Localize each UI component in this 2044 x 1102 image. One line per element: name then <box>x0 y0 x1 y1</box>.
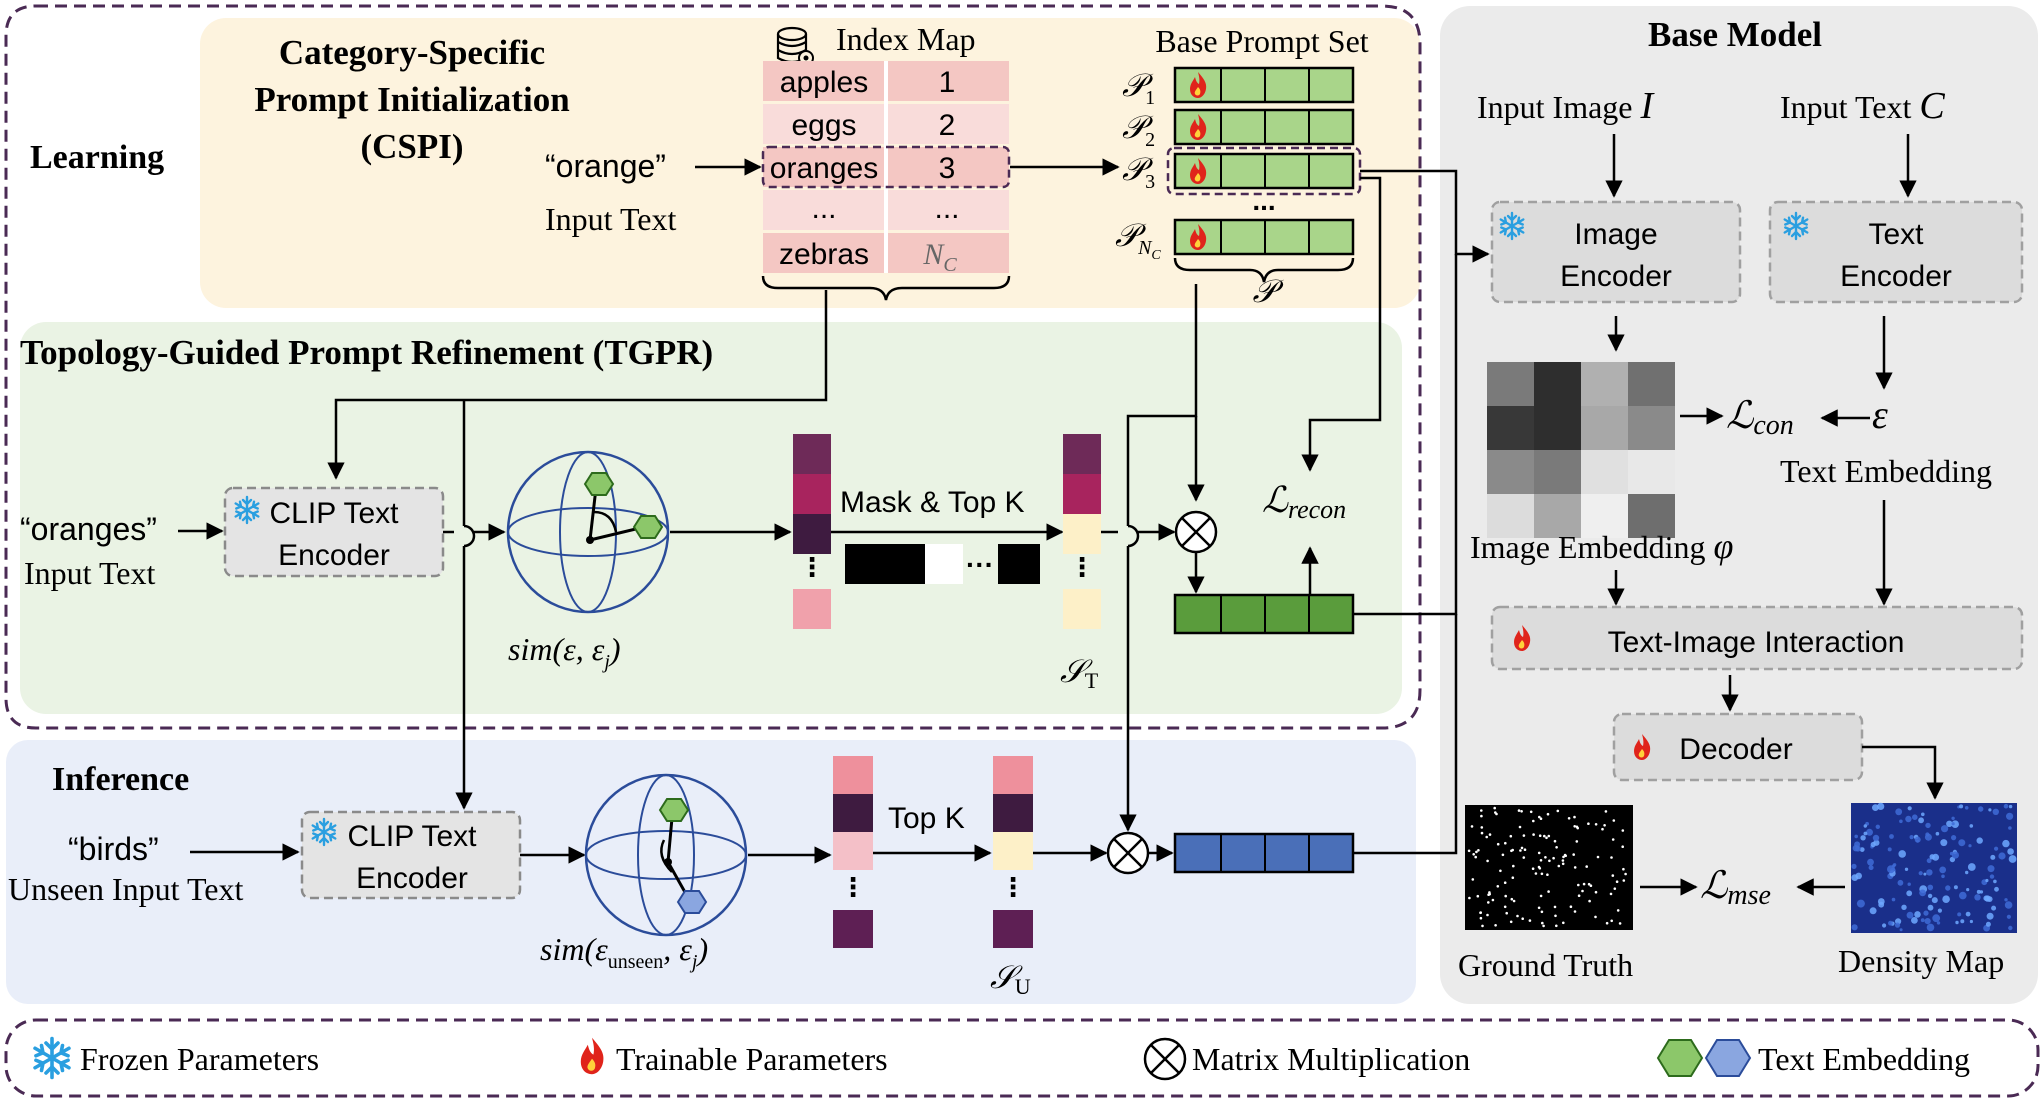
inference-embedding-sphere <box>584 773 748 937</box>
inference-input-label: Unseen Input Text <box>8 871 243 907</box>
inference-multiply-node <box>1106 831 1150 875</box>
text-embedding-label: Text Embedding <box>1780 453 1992 489</box>
inference-prompt-vector <box>1173 832 1355 874</box>
prompt-set-title: Base Prompt Set <box>1155 23 1368 59</box>
cspi-title-line3: (CSPI) <box>360 127 463 166</box>
inference-topk-column: ⋮ <box>993 756 1033 948</box>
tgpr-input-label: Input Text <box>24 555 155 591</box>
ground-truth-label: Ground Truth <box>1458 947 1633 983</box>
legend-text-embedding-label: Text Embedding <box>1758 1041 1970 1077</box>
index-value-eggs: 2 <box>939 109 956 142</box>
inference-title: Inference <box>52 761 189 798</box>
prompt3-to-recon-line <box>1301 176 1382 472</box>
inference-panel <box>6 740 1416 1004</box>
mask-topk-label: Mask & Top K <box>840 486 1025 519</box>
prompt-set-to-tgpr-line <box>1126 284 1198 526</box>
index-to-clip-line <box>327 290 828 480</box>
legend-dashed-border <box>4 1018 2040 1098</box>
hop-arc-2 <box>1127 524 1140 548</box>
decoder-to-density-arrow <box>1862 745 1944 800</box>
index-value-apples: 1 <box>939 66 956 99</box>
legend-snow-icon <box>33 1036 71 1080</box>
legend-frozen-label: Frozen Parameters <box>80 1041 319 1077</box>
cspi-input-quote: “orange” <box>545 148 666 184</box>
legend-trainable-label: Trainable Parameters <box>616 1041 888 1077</box>
index-name-apples: apples <box>780 66 868 99</box>
prompt-set-ellipsis: ... <box>1252 185 1275 216</box>
image-encoder-line2: Encoder <box>1560 260 1672 293</box>
hop-arc-1 <box>463 524 476 548</box>
text-encoder-line1: Text <box>1868 218 1924 251</box>
prompt3-to-base-model-line <box>1360 169 1490 263</box>
learning-title: Learning <box>30 139 164 176</box>
cspi-title-line1: Category-Specific <box>279 33 545 72</box>
prompt-row-nc <box>1173 218 1355 256</box>
prompt-row-2 <box>1173 108 1355 146</box>
tgpr-similarity-column: ⋮ <box>793 434 831 629</box>
density-map-image <box>1851 802 2017 933</box>
legend-fire-icon <box>580 1037 604 1075</box>
inference-vector-to-base-model <box>1353 614 1458 855</box>
ground-truth-image <box>1465 805 1633 930</box>
index-name-oranges: oranges <box>770 152 878 185</box>
index-name-zebras: zebras <box>779 238 869 271</box>
svg-text:⋮: ⋮ <box>799 552 825 582</box>
inference-similarity-column: ⋮ <box>833 756 873 948</box>
tgpr-clip-encoder <box>223 486 445 578</box>
index-name-eggs: eggs <box>791 109 856 142</box>
tgpr-topk-column: ⋮ <box>1063 434 1101 629</box>
legend-multiply-icon <box>1143 1037 1187 1081</box>
svg-text:···: ··· <box>966 549 994 580</box>
index-row-highlight <box>761 145 1011 189</box>
density-map-label: Density Map <box>1838 943 2004 979</box>
inference-topk-label: Top K <box>888 802 965 835</box>
tgpr-embedding-sphere <box>506 450 670 614</box>
inference-encoder-line1: CLIP Text <box>348 820 478 853</box>
learning-dashed-border <box>4 4 1422 730</box>
index-map-title: Index Map <box>836 21 976 57</box>
image-encoder-line1: Image <box>1574 218 1657 251</box>
index-value-oranges: 3 <box>939 152 956 185</box>
tgpr-multiply-node <box>1174 510 1218 554</box>
inference-input-quote: “birds” <box>68 831 159 867</box>
cspi-input-label: Input Text <box>545 201 676 237</box>
image-embedding-grid <box>1487 362 1675 538</box>
inference-sim-label: sim(εunseen, εj) <box>540 931 708 973</box>
epsilon-symbol: ε <box>1872 392 1888 437</box>
index-value-ellipsis: ... <box>934 192 959 225</box>
svg-text:⋮: ⋮ <box>840 872 866 902</box>
prompt-row-3 <box>1166 146 1362 196</box>
svg-text:⋮: ⋮ <box>1000 872 1026 902</box>
image-encoder-box <box>1490 200 1742 304</box>
inference-clip-encoder <box>300 810 522 900</box>
tgpr-input-quote: “oranges” <box>20 511 157 547</box>
prompt-set-brace <box>1173 257 1355 283</box>
cspi-title-line2: Prompt Initialization <box>254 80 569 119</box>
base-model-title: Base Model <box>1648 15 1822 54</box>
text-encoder-box <box>1768 200 2024 304</box>
tgpr-panel <box>20 322 1402 714</box>
prompt-row-1 <box>1173 66 1355 104</box>
legend-embedding-hexagons <box>1656 1039 1752 1077</box>
svg-text:⋮: ⋮ <box>1069 552 1095 582</box>
legend-matmul-label: Matrix Multiplication <box>1192 1041 1470 1077</box>
tgpr-title: Topology-Guided Prompt Refinement (TGPR) <box>20 333 713 372</box>
input-text-label: Input Text C <box>1780 85 1945 127</box>
decoder-label: Decoder <box>1679 733 1792 766</box>
index-map-brace <box>761 275 1011 301</box>
image-embedding-label: Image Embedding φ <box>1470 526 1733 566</box>
interaction-box <box>1490 605 2024 671</box>
interaction-label: Text-Image Interaction <box>1608 626 1905 659</box>
tgpr-sim-label: sim(ε, εj) <box>508 631 621 673</box>
input-image-label: Input Image I <box>1477 85 1656 127</box>
refined-prompt-vector <box>1173 593 1355 635</box>
mask-vector: ··· <box>845 544 1040 584</box>
text-encoder-line2: Encoder <box>1840 260 1952 293</box>
tgpr-encoder-line2: Encoder <box>278 539 390 572</box>
inference-encoder-line2: Encoder <box>356 862 468 895</box>
tgpr-encoder-line1: CLIP Text <box>270 497 400 530</box>
index-name-ellipsis: ... <box>811 192 836 225</box>
